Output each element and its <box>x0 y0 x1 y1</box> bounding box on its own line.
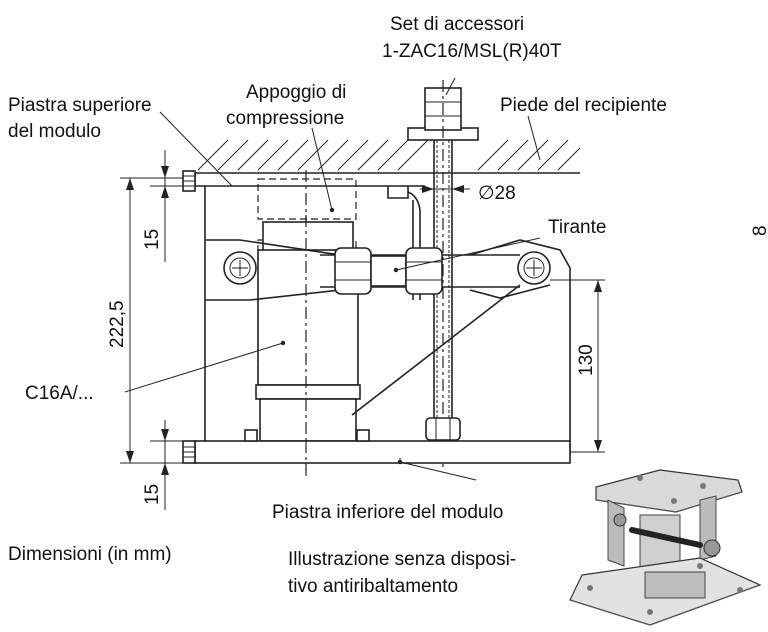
accessory-kit-label-line2: 1-ZAC16/MSL(R)40T <box>382 41 562 62</box>
vessel-foot-label: Piede del recipiente <box>500 95 667 116</box>
compression-label-line1: Appoggio di <box>246 82 346 103</box>
diameter-dimension: ∅28 <box>478 183 516 204</box>
top-offset-dimension: 15 <box>142 229 163 250</box>
top-plate-label-line2: del modulo <box>8 121 101 142</box>
compression-leader-dot <box>329 207 335 213</box>
isometric-thumbnail <box>569 469 762 626</box>
leader-lines <box>124 77 541 481</box>
dimensions-note: Dimensioni (in mm) <box>8 544 172 565</box>
compression-label-line2: compressione <box>226 108 344 129</box>
illustration-note-line2: tivo antiribaltamento <box>288 576 458 597</box>
total-height-dimension: 222,5 <box>107 300 128 348</box>
edge-glyph: 8 <box>750 225 768 236</box>
pivot-height-dimension: 130 <box>576 344 597 376</box>
accessory-kit-label-line1: Set di accessori <box>390 14 524 35</box>
load-cell-leader-dot <box>280 340 286 346</box>
tie-rod-label: Tirante <box>548 217 606 238</box>
vessel-foot-hatching <box>195 139 581 174</box>
illustration-note-line1: Illustrazione senza disposi- <box>288 549 516 570</box>
left-bolts <box>182 170 196 464</box>
load-cell-label: C16A/... <box>25 383 94 404</box>
tie-rod <box>320 247 520 295</box>
bottom-plate-label: Piastra inferiore del modulo <box>272 502 503 523</box>
bottom-offset-dimension: 15 <box>142 484 163 505</box>
dimension-lines <box>120 150 605 510</box>
tie-rod-leader-dot <box>393 267 399 273</box>
bottom-plate <box>194 429 571 478</box>
right-pivot <box>351 239 571 455</box>
top-plate-label-line1: Piastra superiore <box>8 95 152 116</box>
accessory-rod <box>407 80 479 470</box>
bottom-plate-leader-dot <box>397 459 403 465</box>
